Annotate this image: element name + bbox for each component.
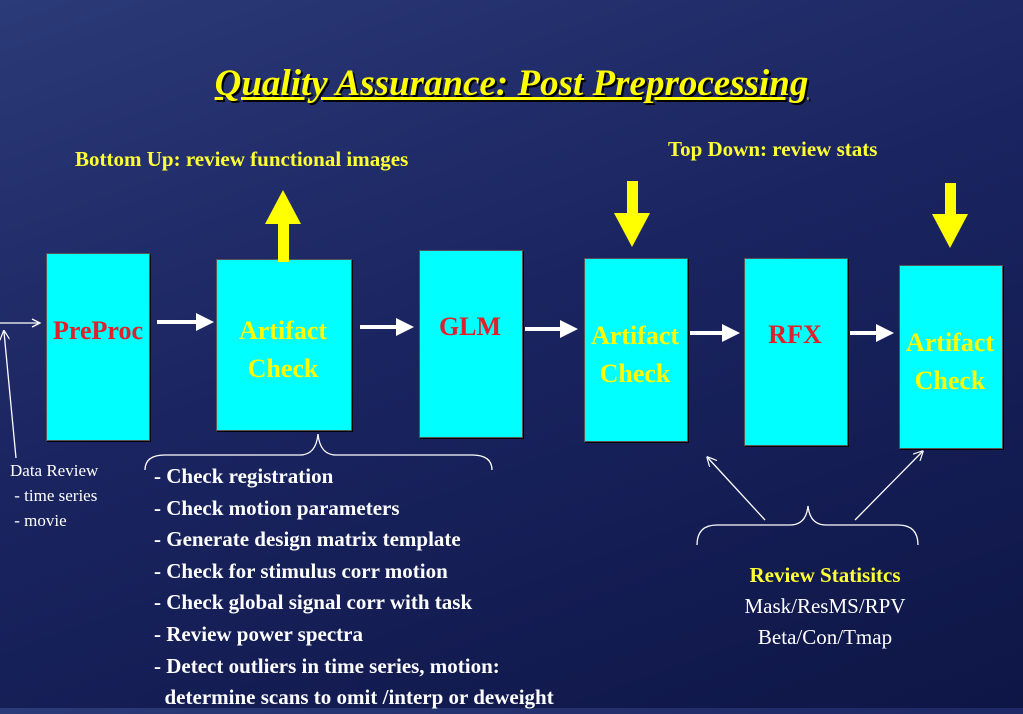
rfx-label-text: RFX [768,320,822,349]
artifact-check-box-2 [584,258,688,442]
preproc-label-text: PreProc [53,316,143,345]
down-arrow-icon [932,183,968,248]
checklist-item: - Check global signal corr with task [154,590,473,615]
review-pointer-right [854,452,922,521]
page-title: Quality Assurance: Post Preprocessing [214,63,809,104]
checklist-item: determine scans to omit /interp or dewei… [154,685,554,710]
checklist-item: - Check registration [154,464,334,488]
checklist-item: - Check motion parameters [154,495,400,520]
artifact-check-box-1 [216,259,352,431]
glm-label-text: GLM [438,312,502,341]
checklist-item: - Check for stimulus corr motion [154,558,448,583]
review-statistics-heading: Review Statisitcs [749,563,901,587]
checklist-brace [144,433,493,471]
artifact-label-line1: Artifact [905,328,995,357]
flow-arrow-rfx-to-artifact [850,324,894,342]
review-statistics: Review Statisitcs Mask/ResMS/RPV Beta/Co… [720,560,930,653]
down-arrow-icon [614,181,650,247]
artifact-check-box-3 [899,265,1003,449]
artifact-check-label-2: Artifact Check [580,317,690,392]
data-review-note: Data Review - time series - movie [10,458,98,533]
review-statistics-line: Beta/Con/Tmap [757,625,893,649]
checklist-item: - Generate design matrix template [154,527,461,552]
artifact-check-label-3: Artifact Check [895,324,1005,399]
data-review-item: - time series [10,486,98,505]
check-label-line2: Check [914,365,986,395]
glm-label: GLM [419,308,521,346]
rfx-box [744,258,848,446]
review-stats-brace [696,505,919,546]
artifact-check-label-1: Artifact Check [216,312,350,387]
checklist-item: - Review power spectra [154,621,363,646]
checklist-item: - Detect outliers in time series, motion… [154,653,500,678]
bottom-up-heading: Bottom Up: review functional images [75,147,409,171]
data-review-label: Data Review [10,461,99,480]
artifact-label-line1: Artifact [590,321,680,350]
rfx-label: RFX [744,316,846,354]
check-label-line2: Check [247,353,319,383]
up-arrow-icon [265,190,301,262]
data-review-item: - movie [10,511,67,530]
preproc-label: PreProc [42,312,154,350]
flow-arrow-artifact-to-rfx [690,324,740,342]
flow-arrow-glm-to-artifact [525,320,578,338]
flow-arrow-artifact-to-glm [360,318,414,336]
flow-arrow-into-preproc [0,318,42,328]
glm-box [419,250,523,438]
artifact-label-line1: Artifact [238,316,328,345]
preproc-box [46,253,150,441]
data-review-pointer [4,332,17,459]
top-down-heading: Top Down: review stats [668,137,878,161]
artifact-checklist: - Check registration - Check motion para… [154,461,554,714]
check-label-line2: Check [599,358,671,388]
flow-arrow-preproc-to-artifact [157,313,214,331]
review-statistics-line: Mask/ResMS/RPV [744,594,906,618]
review-pointer-left [708,458,766,521]
